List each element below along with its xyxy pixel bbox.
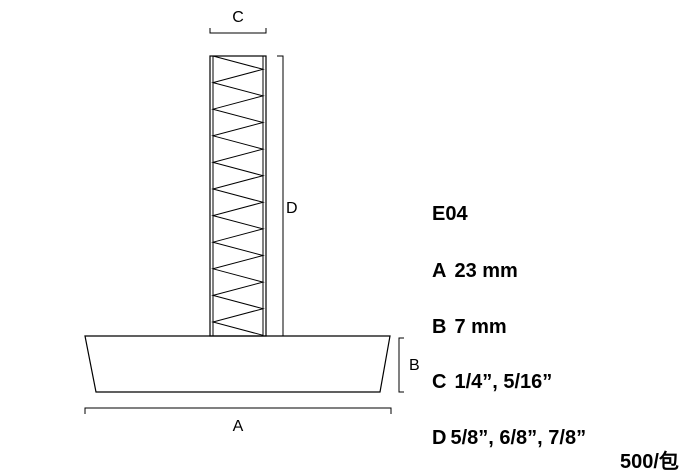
spec-c-letter: C bbox=[432, 371, 447, 393]
spec-c-value: 1/4”, 5/16” bbox=[454, 371, 553, 393]
dimension-a: A bbox=[84, 407, 392, 435]
dimension-c: C bbox=[209, 9, 267, 34]
dimension-d-bracket bbox=[277, 55, 284, 337]
dimension-d-label: D bbox=[286, 200, 298, 217]
threaded-stem bbox=[209, 55, 267, 337]
spec-a: A 23 mm bbox=[432, 261, 518, 281]
dimension-b-bracket bbox=[398, 337, 404, 393]
spec-b-value: 7 mm bbox=[454, 316, 507, 338]
dimension-d: D bbox=[277, 55, 298, 337]
thread-zigzag bbox=[211, 55, 265, 336]
dimension-b: B bbox=[398, 337, 420, 393]
spec-d-value: 5/8”, 6/8”, 7/8” bbox=[450, 427, 587, 449]
spec-a-value: 23 mm bbox=[454, 260, 518, 282]
spec-b: B 7 mm bbox=[432, 317, 507, 337]
dimension-a-label: A bbox=[233, 418, 244, 435]
spec-c: C 1/4”, 5/16” bbox=[432, 372, 552, 392]
dimension-b-label: B bbox=[409, 357, 420, 374]
dimension-c-bracket bbox=[209, 28, 267, 34]
spec-b-letter: B bbox=[432, 316, 447, 338]
dimension-a-bracket bbox=[84, 407, 392, 414]
spec-d-letter: D bbox=[432, 427, 447, 449]
pack-quantity: 500/包 bbox=[620, 451, 679, 473]
dimension-c-label: C bbox=[232, 9, 244, 26]
model-number: E04 bbox=[432, 203, 468, 225]
spec-a-letter: A bbox=[432, 260, 447, 282]
base-trapezoid bbox=[84, 335, 391, 393]
